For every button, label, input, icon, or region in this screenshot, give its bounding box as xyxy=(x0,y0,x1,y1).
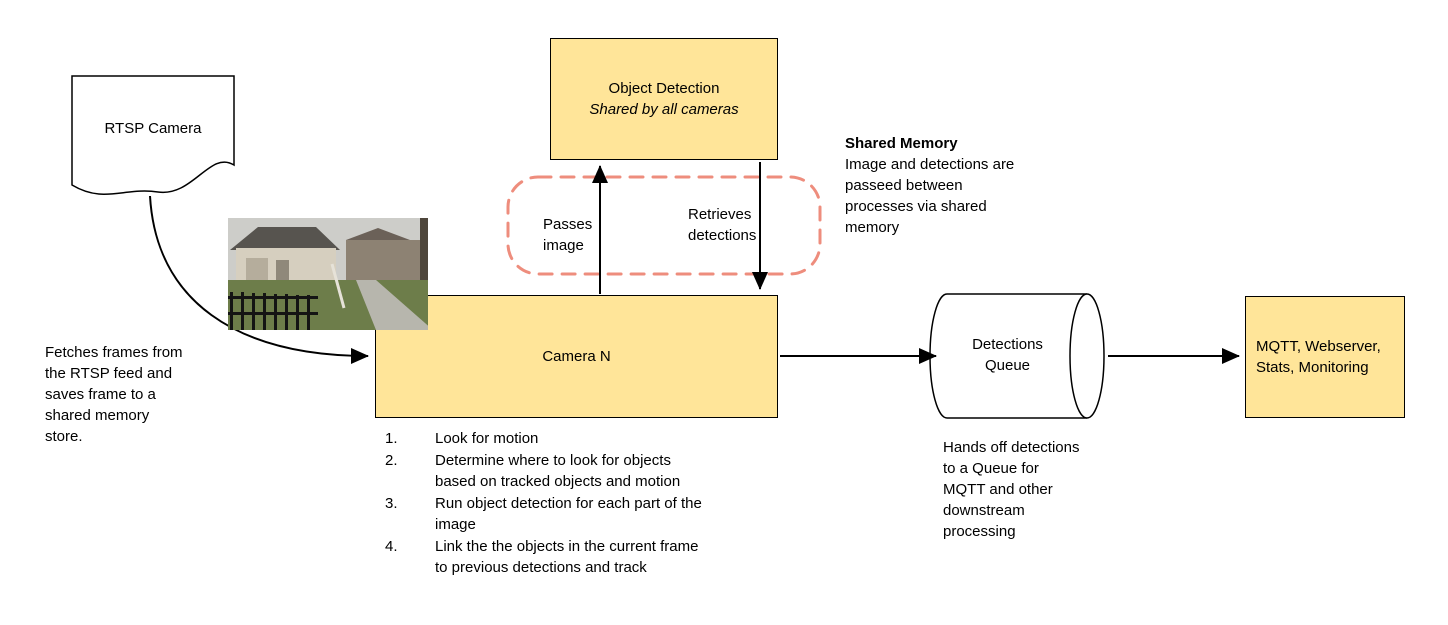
camera-steps-list: 1. Look for motion 2. Determine where to… xyxy=(385,428,702,579)
snapshot-far-houses xyxy=(346,240,428,282)
rtsp-camera-label: RTSP Camera xyxy=(104,120,202,137)
camera-step-item: 2. Determine where to look for objects b… xyxy=(385,450,702,492)
detections-queue-label: Detections Queue xyxy=(972,336,1043,374)
snapshot-porch-post xyxy=(420,218,428,282)
arrow-rtsp-to-camera xyxy=(149,195,369,364)
step-number: 2. xyxy=(385,452,398,469)
object-detection-node: Object Detection Shared by all cameras xyxy=(550,38,778,160)
step-text: Determine where to look for objects base… xyxy=(435,452,681,490)
snapshot-side-door xyxy=(276,260,289,282)
camera-snapshot-scene xyxy=(228,218,433,330)
step-number: 1. xyxy=(385,430,398,447)
outputs-node: MQTT, Webserver, Stats, Monitoring xyxy=(1245,296,1405,418)
snapshot-garage-door xyxy=(246,258,268,282)
shared-memory-body: Image and detections are passeed between… xyxy=(845,156,1015,236)
step-text: Run object detection for each part of th… xyxy=(435,495,702,533)
snapshot-fence xyxy=(228,292,318,330)
shared-memory-region xyxy=(506,175,822,276)
camera-step-item: 4. Link the the objects in the current f… xyxy=(385,536,702,578)
camera-n-label: Camera N xyxy=(542,348,611,365)
rtsp-camera-document-shape xyxy=(71,75,235,195)
fetch-note: Fetches frames from the RTSP feed and sa… xyxy=(45,344,183,445)
camera-snapshot-image xyxy=(228,218,433,330)
step-text: Look for motion xyxy=(435,430,539,447)
camera-step-item: 3. Run object detection for each part of… xyxy=(385,493,702,535)
object-detection-title: Object Detection xyxy=(608,80,720,97)
step-number: 3. xyxy=(385,495,398,512)
retrieves-detections-label: Retrieves detections xyxy=(688,206,757,244)
camera-n-node: Camera N xyxy=(375,295,778,418)
snapshot-far-roof xyxy=(346,228,410,240)
step-number: 4. xyxy=(385,538,398,555)
snapshot-sidewalk xyxy=(356,280,433,330)
object-detection-subtitle: Shared by all cameras xyxy=(589,101,739,118)
outputs-label: MQTT, Webserver, Stats, Monitoring xyxy=(1256,338,1381,376)
step-text: Link the the objects in the current fram… xyxy=(435,538,699,576)
passes-image-label: Passes image xyxy=(543,216,593,254)
shared-memory-title: Shared Memory xyxy=(845,135,958,152)
snapshot-shed-roof xyxy=(230,227,340,250)
detections-queue-cylinder-cap xyxy=(1069,293,1105,419)
queue-note: Hands off detections to a Queue for MQTT… xyxy=(943,439,1080,540)
snapshot-downspout xyxy=(330,263,346,309)
camera-step-item: 1. Look for motion xyxy=(385,428,702,449)
